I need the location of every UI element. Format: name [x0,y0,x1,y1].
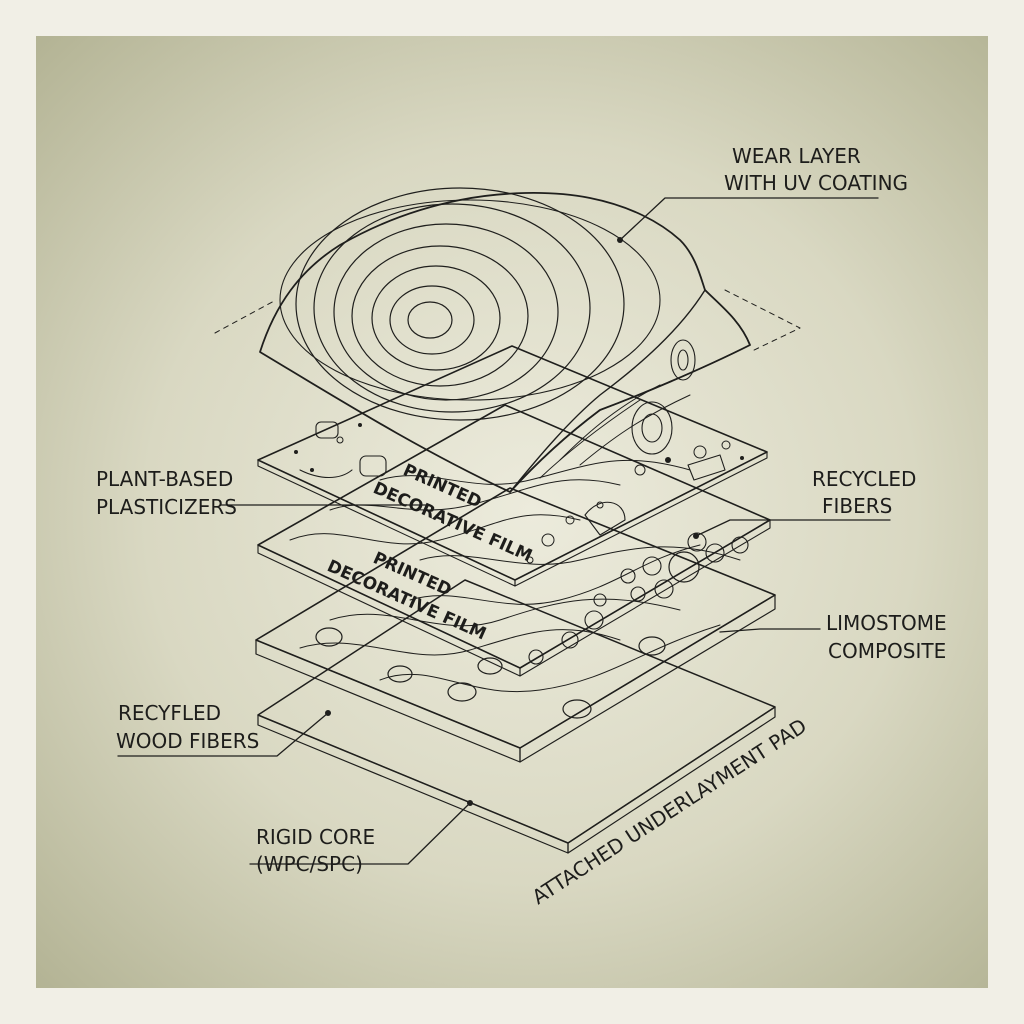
underlayment-label: ATTACHED UNDERLAYMENT PAD [528,714,811,910]
wood-fiber-chip [447,682,477,702]
recycled-fibers-label-line1: RECYCLED [812,467,916,491]
wood-fiber-chip [387,665,413,683]
plasticizer-granule [584,501,626,536]
recycled-fibers-label-line2: FIBERS [822,494,892,518]
wood-fiber-chip [315,627,343,647]
plasticizer-granule [359,455,387,477]
limestone-label-line2: COMPOSITE [828,639,946,663]
rigid-core-label-line2: (WPC/SPC) [256,852,363,876]
wood-fiber-chip [562,699,592,719]
underlayment-pad-layer [257,579,776,854]
wear-layer-slab [214,187,801,493]
wood-fiber-chip [477,657,503,675]
plant-based-label-line1: PLANT-BASED [96,467,233,491]
rigid-core-layer [255,487,776,763]
wear-layer-label-line1: WEAR LAYER [732,144,861,168]
wood-fiber-chip [638,636,666,656]
limestone-label-line1: LIMOSTOME [826,611,947,635]
plasticizer-granule [315,421,339,439]
wood-fibers-label-line1: RECYFLED [118,701,221,725]
rigid-core-label-line1: RIGID CORE [256,825,375,849]
wear-layer-label-line2: WITH UV COATING [724,171,908,195]
upper-decorative-film-layer: PRINTED DECORATIVE FILM [257,345,768,587]
plant-based-label-line2: PLASTICIZERS [96,495,237,519]
leader-lines [117,197,891,865]
wood-fibers-label-line2: WOOD FIBERS [116,729,259,753]
